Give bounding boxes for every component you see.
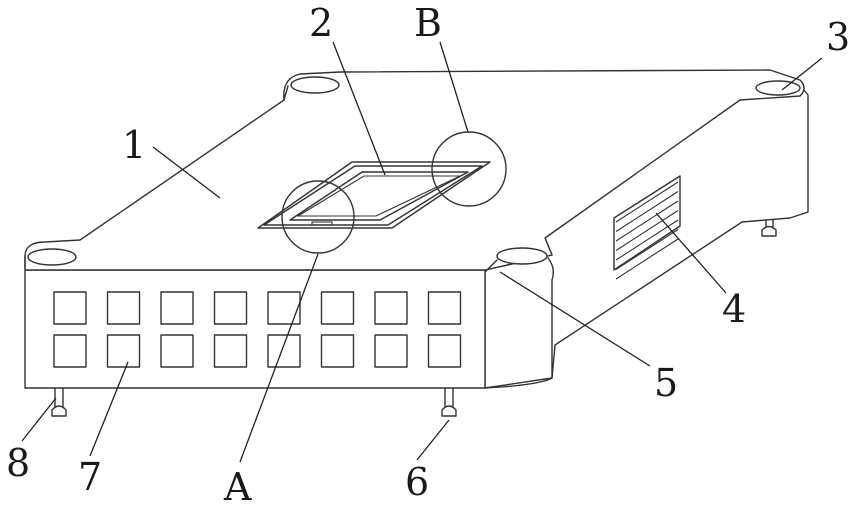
- foot-right: [762, 220, 776, 236]
- label-3: 3: [826, 15, 850, 59]
- label-4: 4: [722, 287, 746, 331]
- label-b: B: [414, 1, 442, 45]
- foot-left: [52, 388, 66, 416]
- label-7: 7: [78, 455, 102, 499]
- label-1: 1: [122, 123, 146, 167]
- corner-boss-right: [756, 81, 800, 95]
- label-6: 6: [405, 460, 429, 504]
- label-2: 2: [309, 1, 333, 45]
- foot-front: [442, 388, 456, 416]
- label-a: A: [223, 465, 252, 509]
- label-8: 8: [6, 441, 30, 485]
- front-face: [25, 270, 485, 388]
- label-5: 5: [654, 361, 678, 405]
